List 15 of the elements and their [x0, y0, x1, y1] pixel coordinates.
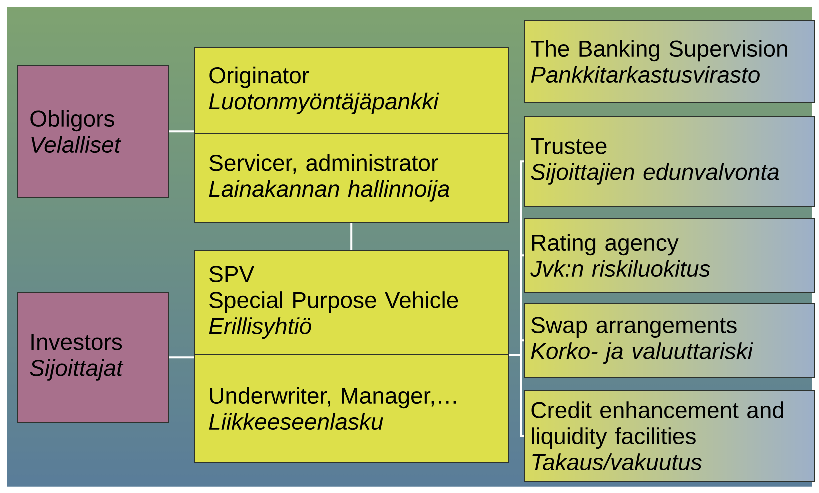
party-box: Investors Sijoittajat — [17, 292, 170, 424]
role-box: SPV Special Purpose Vehicle Erillisyhtiö — [194, 250, 510, 356]
role-box: Originator Luotonmyöntäjäpankki — [194, 47, 510, 134]
service-box: Swap arrangements Korko- ja valuuttariski — [524, 303, 816, 378]
connector-line — [169, 356, 194, 359]
service-box: Trustee Sijoittajien edunvalvonta — [524, 116, 816, 208]
connector-line — [350, 223, 353, 250]
party-box: Obligors Velalliset — [17, 65, 170, 198]
connector-line — [509, 354, 524, 438]
connector-line — [169, 130, 194, 133]
service-box: The Banking Supervision Pankkitarkastusvirasto — [524, 20, 816, 104]
role-box: Servicer, administrator Lainakannan hallinnoija — [194, 133, 510, 224]
role-box: Underwriter, Manager,… Liikkeeseenlasku — [194, 354, 510, 464]
service-box: Credit enhancement and liquidity facilities Takaus/vakuutus — [524, 390, 816, 482]
service-box: Rating agency Jvk:n riskiluokitus — [524, 218, 816, 294]
